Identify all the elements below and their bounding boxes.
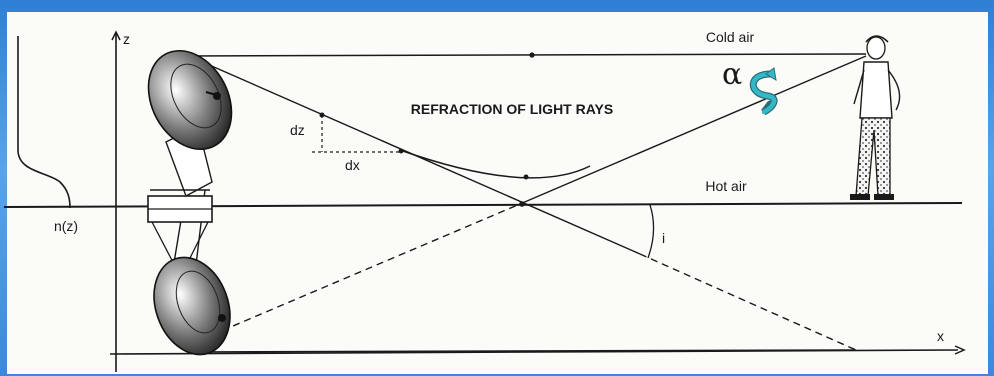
- diagram-title: REFRACTION OF LIGHT RAYS: [411, 101, 614, 117]
- x-axis-label: x: [937, 328, 944, 344]
- curl-arrow-fill: [751, 71, 777, 115]
- refractive-index-curve: [17, 36, 71, 209]
- diagonal-ray-up-dashed: [199, 203, 521, 341]
- crossing-point: [519, 201, 525, 207]
- x-axis-arrow: [954, 345, 966, 355]
- observer-person-icon: [850, 35, 901, 200]
- upper-radar-dish-icon: [147, 49, 233, 151]
- dz-label: dz: [290, 122, 305, 138]
- diagonal-ray-down-dashed: [639, 253, 857, 351]
- dx-label: dx: [345, 157, 360, 173]
- cold-air-label: Cold air: [706, 29, 755, 45]
- ray-marker: [398, 148, 404, 154]
- diagonal-ray-up: [519, 55, 867, 205]
- lower-radar-dish-icon: [153, 256, 231, 356]
- ray-marker: [523, 174, 529, 180]
- angle-i-arc: [647, 204, 655, 259]
- top-direct-ray: [185, 53, 867, 57]
- ray-marker: [529, 52, 535, 58]
- n-of-z-label: n(z): [54, 218, 78, 234]
- alpha-symbol: α: [722, 57, 742, 92]
- z-axis-label: z: [123, 31, 130, 47]
- hot-air-label: Hot air: [705, 178, 747, 194]
- z-axis-arrow: [111, 30, 121, 41]
- curl-arrow-head: [765, 67, 777, 81]
- refracted-ray-curve: [399, 149, 591, 179]
- bottom-direct-ray: [189, 349, 857, 353]
- angle-i-label: i: [662, 230, 665, 246]
